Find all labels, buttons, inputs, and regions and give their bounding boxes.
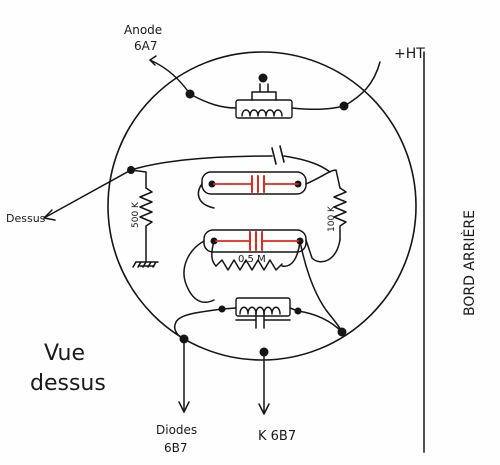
r500k-label: 500 K [131, 201, 141, 228]
k-6b7-label: K 6B7 [258, 429, 296, 444]
bottom-if-coil [218, 297, 302, 329]
upper-capacitor [197, 171, 307, 209]
bord-arriere-label: BORD ARRIÈRE [461, 210, 478, 316]
vue-label: Vue [44, 341, 85, 366]
lower-capacitor [203, 229, 307, 253]
top-if-coil [189, 83, 345, 119]
top-center-terminal [258, 73, 268, 83]
anode-label-line1: Anode [124, 23, 162, 37]
ground-icon [132, 261, 159, 268]
r05m-label: 0,5 M [238, 254, 266, 265]
resistor-icon [139, 187, 153, 263]
dessus-label: Dessus [6, 212, 46, 225]
dessus-view-label: dessus [30, 371, 106, 396]
ht-label: +HT [394, 46, 425, 62]
can-outline [107, 51, 417, 361]
arrow-icon [149, 55, 157, 66]
diodes-label-line1: Diodes [156, 423, 197, 437]
diodes-label-line2: 6B7 [164, 441, 188, 455]
r100k-label: 100 K [327, 205, 337, 232]
inductor-icon [241, 109, 283, 117]
anode-label-line2: 6A7 [134, 39, 157, 53]
capacitor-icon [251, 83, 277, 101]
